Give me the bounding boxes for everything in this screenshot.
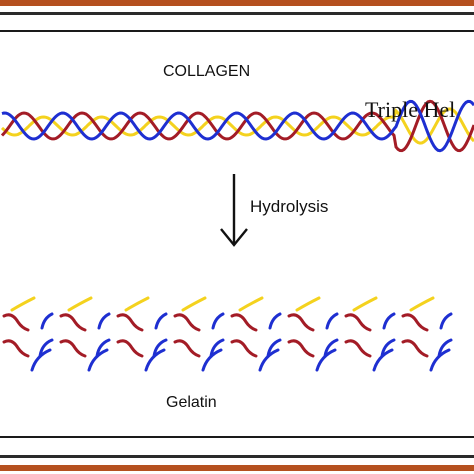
gelatin-fragment-red (116, 313, 144, 332)
gelatin-fragment-blue (429, 348, 451, 372)
gelatin-fragment-red (287, 339, 315, 358)
gelatin-fragment-red (230, 313, 258, 332)
gelatin-fragment-yellow (409, 296, 435, 312)
gelatin-fragment-blue (144, 348, 166, 372)
collagen-label: COLLAGEN (163, 63, 251, 80)
gelatin-fragment-red (230, 339, 258, 358)
gelatin-fragment-red (401, 313, 429, 332)
gelatin-fragment-yellow (295, 296, 321, 312)
gelatin-fragment-blue (87, 348, 109, 372)
gelatin-fragments (2, 296, 453, 372)
gelatin-fragment-blue (97, 312, 111, 330)
gelatin-fragment-blue (382, 312, 396, 330)
gelatin-fragment-blue (154, 312, 168, 330)
gelatin-fragment-yellow (67, 296, 93, 312)
gelatin-fragment-red (344, 313, 372, 332)
gelatin-fragment-yellow (352, 296, 378, 312)
gelatin-fragment-yellow (10, 296, 36, 312)
collagen-triple-helix (0, 99, 474, 153)
gelatin-fragment-yellow (181, 296, 207, 312)
diagram-frame (0, 30, 474, 438)
gelatin-fragment-blue (30, 348, 52, 372)
gelatin-fragment-red (173, 339, 201, 358)
gelatin-fragment-red (173, 313, 201, 332)
gelatin-fragment-red (59, 339, 87, 358)
bottom-border-dark (0, 455, 474, 458)
top-border-dark (0, 12, 474, 15)
gelatin-fragment-blue (201, 348, 223, 372)
gelatin-fragment-blue (325, 312, 339, 330)
bottom-border-brown (0, 465, 474, 471)
gelatin-fragment-blue (40, 312, 54, 330)
gelatin-fragment-red (401, 339, 429, 358)
hydrolysis-label: Hydrolysis (250, 197, 329, 216)
gelatin-fragment-red (59, 313, 87, 332)
helix-strand-3 (1, 99, 474, 153)
triple-helix-label: Triple Hel (365, 97, 456, 122)
gelatin-fragment-blue (315, 348, 337, 372)
top-border-brown (0, 0, 474, 6)
helix-strand-2 (0, 99, 474, 153)
gelatin-fragment-blue (268, 312, 282, 330)
gelatin-fragment-red (287, 313, 315, 332)
down-arrow-icon (220, 174, 248, 247)
gelatin-label: Gelatin (166, 394, 217, 411)
gelatin-fragment-red (116, 339, 144, 358)
gelatin-fragment-blue (372, 348, 394, 372)
gelatin-fragment-blue (211, 312, 225, 330)
gelatin-fragment-red (344, 339, 372, 358)
gelatin-fragment-yellow (124, 296, 150, 312)
gelatin-fragment-blue (258, 348, 280, 372)
gelatin-fragment-blue (439, 312, 453, 330)
gelatin-fragment-red (2, 339, 30, 358)
gelatin-fragment-yellow (238, 296, 264, 312)
gelatin-fragment-red (2, 313, 30, 332)
